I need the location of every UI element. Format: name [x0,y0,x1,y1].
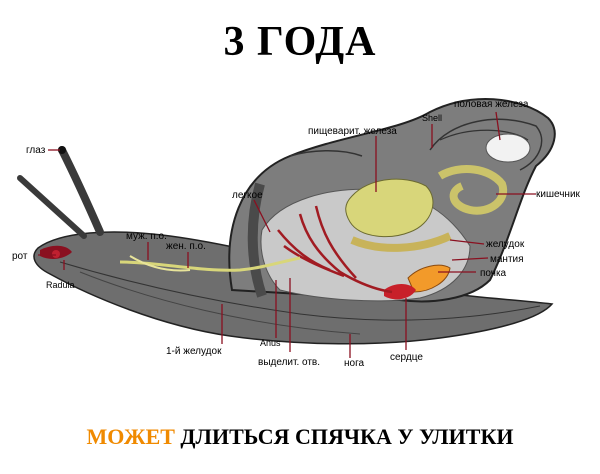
label-zhen: жен. п.о. [166,241,206,252]
leader-lines [38,111,536,358]
upper-tentacle [58,146,104,236]
label-kishechnik: кишечник [536,189,581,200]
lung-vessels [277,205,393,294]
page-title: 3 ГОДА [223,19,377,65]
lower-tentacle [17,175,87,239]
label-legkoe: легкое [232,190,263,201]
digestive-gland [345,178,434,238]
label-mantiya: мантия [490,254,524,265]
label-shell: Shell [422,113,442,123]
label-radula: Radula [46,280,75,290]
label-pishch: пищеварит. железа [308,126,397,137]
label-serdtse: сердце [390,352,423,363]
eye [58,146,66,154]
label-noga: нога [344,358,365,369]
gonad [485,133,531,163]
label-muzh: муж. п.о. [126,231,167,242]
label-zheludok: желудок [486,239,525,250]
label-polovaya: половая железа [454,99,529,110]
caption: МОЖЕТ ДЛИТЬСЯ СПЯЧКА У УЛИТКИ [0,424,600,450]
heart [384,284,416,300]
label-anus: Anus [260,338,281,348]
label-glaz: глаз [26,145,46,156]
label-first-zheludok: 1-й желудок [166,346,222,357]
intestine [437,165,508,215]
label-pochka: почка [480,268,507,279]
label-rot: рот [12,251,28,262]
label-vydelit: выделит. отв. [258,357,320,368]
caption-accent-word: МОЖЕТ [86,424,175,449]
genital-duct [119,256,301,272]
caption-rest: ДЛИТЬСЯ СПЯЧКА У УЛИТКИ [174,424,514,449]
